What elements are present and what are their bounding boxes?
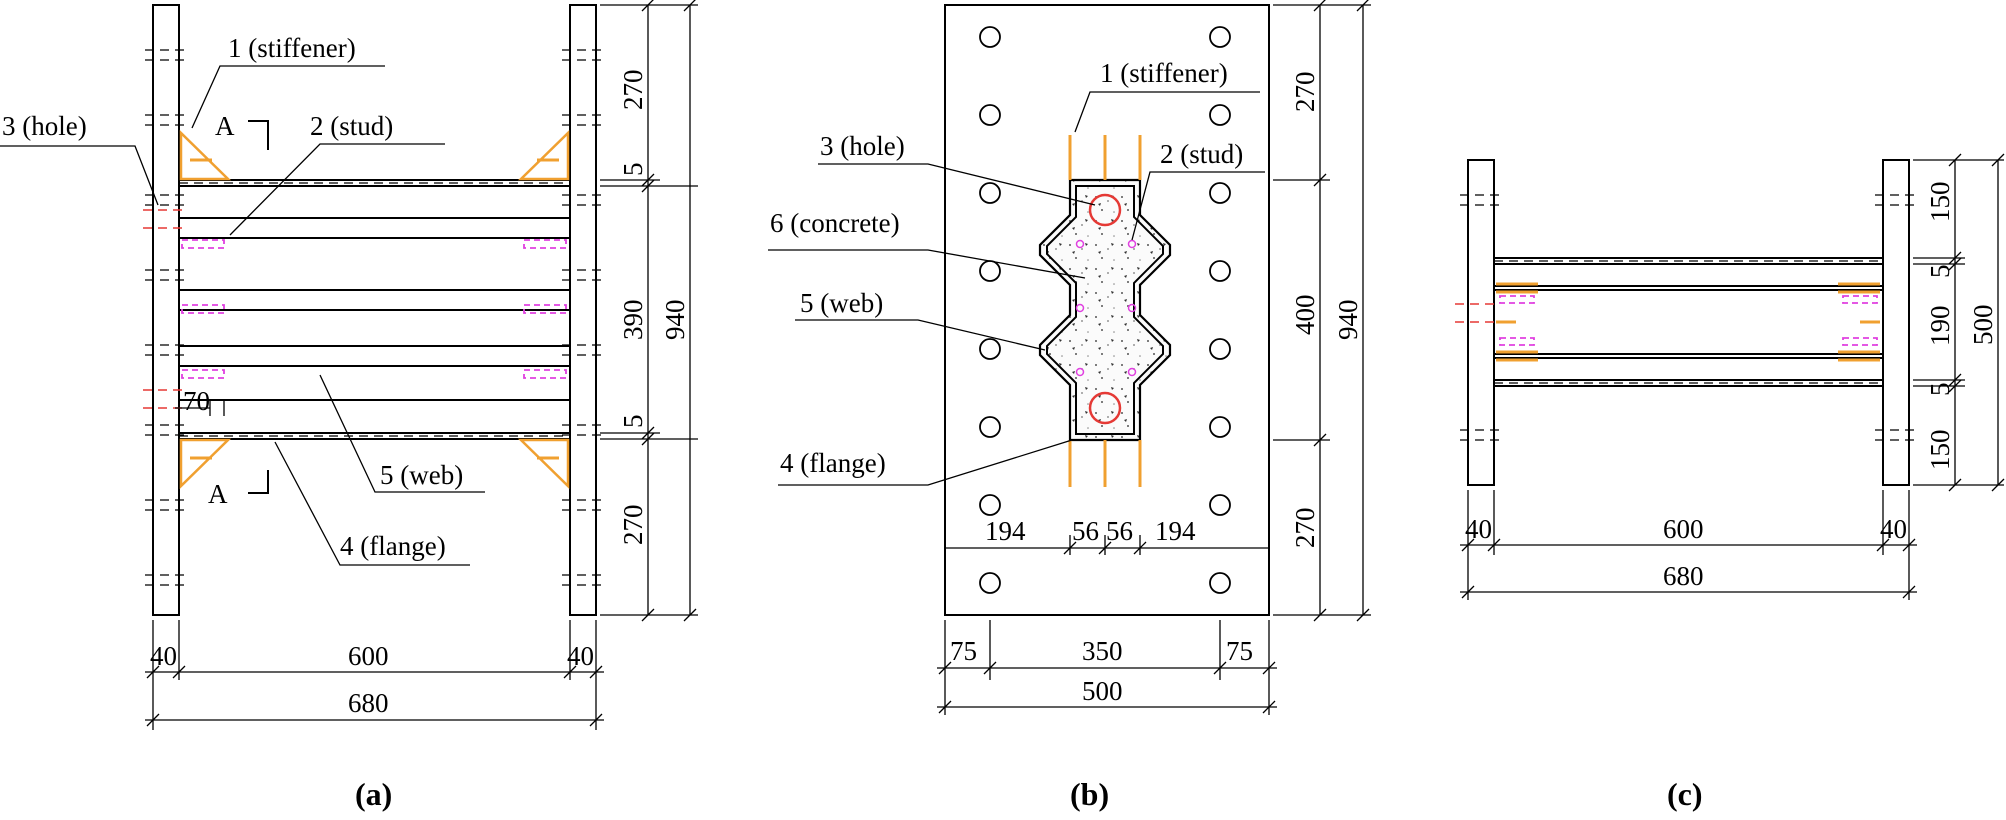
leader-stiffener: [191, 65, 385, 129]
leader-b-concrete: [768, 249, 1086, 279]
web-hole-top: [1088, 193, 1122, 227]
dim-c-bottom: 150: [1925, 430, 1955, 471]
label-b-stud: 2 (stud): [1160, 139, 1243, 169]
label-b-flange: 4 (flange): [780, 448, 886, 478]
caption-c: (c): [1667, 776, 1703, 812]
panel-b: 1 (stiffener) 3 (hole) 2 (stud) 6 (concr…: [768, 0, 1371, 812]
stiffeners: [179, 130, 570, 489]
corrugated-web: [1046, 185, 1164, 435]
leader-hole: [0, 145, 159, 206]
c-right-end-plate: [1882, 159, 1910, 486]
dim-b-bottom: 270: [1290, 508, 1320, 549]
studs: [1075, 239, 1137, 377]
section-mark-bottom: [248, 470, 269, 494]
panel-c: 150 5 190 5 150 500 40 600 40 680 (c): [1455, 153, 2005, 812]
bottom-flange: [179, 432, 570, 440]
dim-b-edge-left: 75: [950, 636, 977, 666]
top-flange: [179, 179, 570, 187]
leader-b-hole: [818, 163, 1096, 206]
label-b-concrete: 6 (concrete): [770, 208, 900, 238]
concrete-infill: [1038, 178, 1172, 442]
dim-c-left-plate: 40: [1465, 514, 1492, 544]
horizontal-dims-a: [145, 620, 604, 730]
left-end-plate: [152, 4, 180, 616]
c-webs: [1494, 285, 1883, 359]
dim-b-inner-left: 194: [985, 516, 1026, 546]
dim-spacing: [175, 400, 225, 416]
dim-spacing-value: 70: [183, 386, 210, 416]
label-stud: 2 (stud): [310, 111, 393, 141]
c-studs: [1499, 295, 1878, 346]
panel-a: A A 1 (stiffener) 3 (hole) 2 (stud) 5 (w…: [0, 0, 698, 812]
right-end-plate: [569, 4, 597, 616]
dim-bottom: 270: [618, 505, 648, 546]
dim-overall-width: 680: [348, 688, 389, 718]
plate-bolt-marks: [143, 49, 605, 586]
dim-bottom-thickness: 5: [618, 415, 648, 429]
dim-b-width: 500: [1082, 676, 1123, 706]
caption-a: (a): [355, 776, 392, 812]
inner-dims-b: [945, 535, 1269, 555]
dim-total-height: 940: [660, 300, 690, 341]
dim-right-plate: 40: [567, 641, 594, 671]
web-hole-bottom: [1088, 391, 1122, 425]
leader-b-flange: [778, 439, 1073, 486]
leader-flange: [274, 441, 470, 566]
dim-b-edge-right: 75: [1226, 636, 1253, 666]
bolt-holes: [979, 26, 1231, 594]
label-b-hole: 3 (hole): [820, 131, 905, 161]
label-stiffener: 1 (stiffener): [228, 33, 356, 63]
stud-marks: [181, 239, 567, 379]
label-hole: 3 (hole): [2, 111, 87, 141]
c-flanges: [1494, 257, 1883, 387]
outer-dims-b: [937, 620, 1277, 715]
vertical-dims-a: [600, 0, 698, 622]
section-label-top: A: [215, 111, 235, 141]
dim-b-mid: 400: [1290, 295, 1320, 336]
dim-c-right-plate: 40: [1880, 514, 1907, 544]
vertical-dims-b: [1273, 0, 1371, 622]
dim-top: 270: [618, 70, 648, 111]
dim-b-top: 270: [1290, 72, 1320, 113]
leader-b-web: [795, 319, 1046, 351]
dim-top-thickness: 5: [618, 163, 648, 177]
c-stiffeners: [1496, 282, 1880, 362]
dim-c-clear-width: 600: [1663, 514, 1704, 544]
end-plate-face: [944, 4, 1270, 616]
label-flange: 4 (flange): [340, 531, 446, 561]
leader-b-stiffener: [1074, 91, 1260, 133]
section-mark-top: [248, 120, 269, 150]
dim-c-top: 150: [1925, 182, 1955, 223]
dim-b-stud-2: 56: [1106, 516, 1133, 546]
section-label-bottom: A: [208, 479, 228, 509]
dim-mid: 390: [618, 300, 648, 341]
dim-b-inner-right: 194: [1155, 516, 1196, 546]
label-b-web: 5 (web): [800, 288, 883, 318]
dim-b-total: 940: [1333, 300, 1363, 341]
dim-c-total: 500: [1968, 305, 1998, 346]
dim-left-plate: 40: [150, 641, 177, 671]
label-web: 5 (web): [380, 460, 463, 490]
caption-b: (b): [1070, 776, 1109, 812]
stiffener-bars: [1068, 135, 1142, 487]
leader-stud: [229, 143, 445, 236]
web-lines: [179, 217, 570, 401]
vertical-dims-c: [1913, 153, 2005, 492]
horizontal-dims-c: [1460, 490, 1917, 600]
dim-c-top-thickness: 5: [1925, 265, 1955, 279]
dim-b-center: 350: [1082, 636, 1123, 666]
dim-clear-width: 600: [348, 641, 389, 671]
dim-c-overall: 680: [1663, 561, 1704, 591]
c-plate-bolt-marks: [1455, 194, 1918, 441]
dim-c-bottom-thickness: 5: [1925, 383, 1955, 397]
dim-b-stud-1: 56: [1072, 516, 1099, 546]
leader-b-stud: [1131, 171, 1265, 241]
dim-c-mid: 190: [1925, 306, 1955, 347]
leader-web: [319, 374, 485, 493]
label-b-stiffener: 1 (stiffener): [1100, 58, 1228, 88]
